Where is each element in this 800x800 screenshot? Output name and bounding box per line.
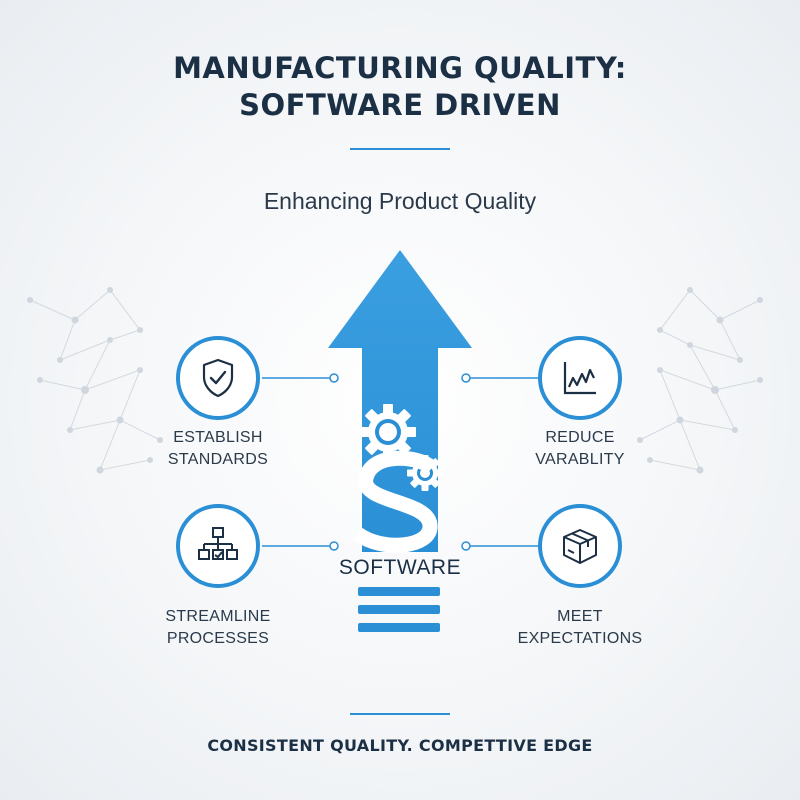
software-label: SOFTWARE — [338, 556, 462, 579]
title-line-1: MANUFACTURING QUALITY: — [173, 51, 627, 85]
reduce-variability-label: REDUCE VARABLITY — [490, 427, 670, 471]
streamline-processes-line-2: PROCESSES — [166, 630, 270, 647]
s-letter-icon — [353, 450, 438, 553]
line-chart-icon — [563, 362, 596, 395]
footer-divider — [350, 713, 450, 715]
reduce-variability-circle — [538, 336, 622, 420]
title-divider — [350, 148, 450, 150]
establish-standards-line-1: ESTABLISH — [173, 429, 263, 446]
shield-check-icon — [202, 358, 234, 398]
connector-dot-meet — [461, 541, 471, 551]
meet-expectations-circle — [538, 504, 622, 588]
connector-dot-reduce — [461, 373, 471, 383]
streamline-processes-label: STREAMLINE PROCESSES — [128, 606, 308, 650]
meet-expectations-line-1: MEET — [557, 608, 603, 625]
subtitle: Enhancing Product Quality — [263, 188, 537, 214]
connector-dot-establish — [329, 373, 339, 383]
establish-standards-line-2: STANDARDS — [167, 451, 269, 468]
package-box-icon — [563, 529, 597, 564]
reduce-variability-line-1: REDUCE — [545, 429, 615, 446]
streamline-processes-line-1: STREAMLINE — [165, 608, 271, 625]
meet-expectations-line-2: EXPECTATIONS — [517, 630, 643, 647]
connector-dot-streamline — [329, 541, 339, 551]
meet-expectations-label: MEET EXPECTATIONS — [490, 606, 670, 650]
footer-tagline: CONSISTENT QUALITY. COMPETTIVE EDGE — [207, 736, 593, 755]
page-title: MANUFACTURING QUALITY: SOFTWARE DRIVEN — [0, 50, 800, 124]
establish-standards-label: ESTABLISH STANDARDS — [128, 427, 308, 471]
flowchart-icon — [198, 527, 238, 560]
base-lines — [358, 587, 440, 632]
title-line-2: SOFTWARE DRIVEN — [239, 88, 561, 122]
reduce-variability-line-2: VARABLITY — [535, 451, 625, 468]
establish-standards-circle — [176, 336, 260, 420]
streamline-processes-circle — [176, 504, 260, 588]
